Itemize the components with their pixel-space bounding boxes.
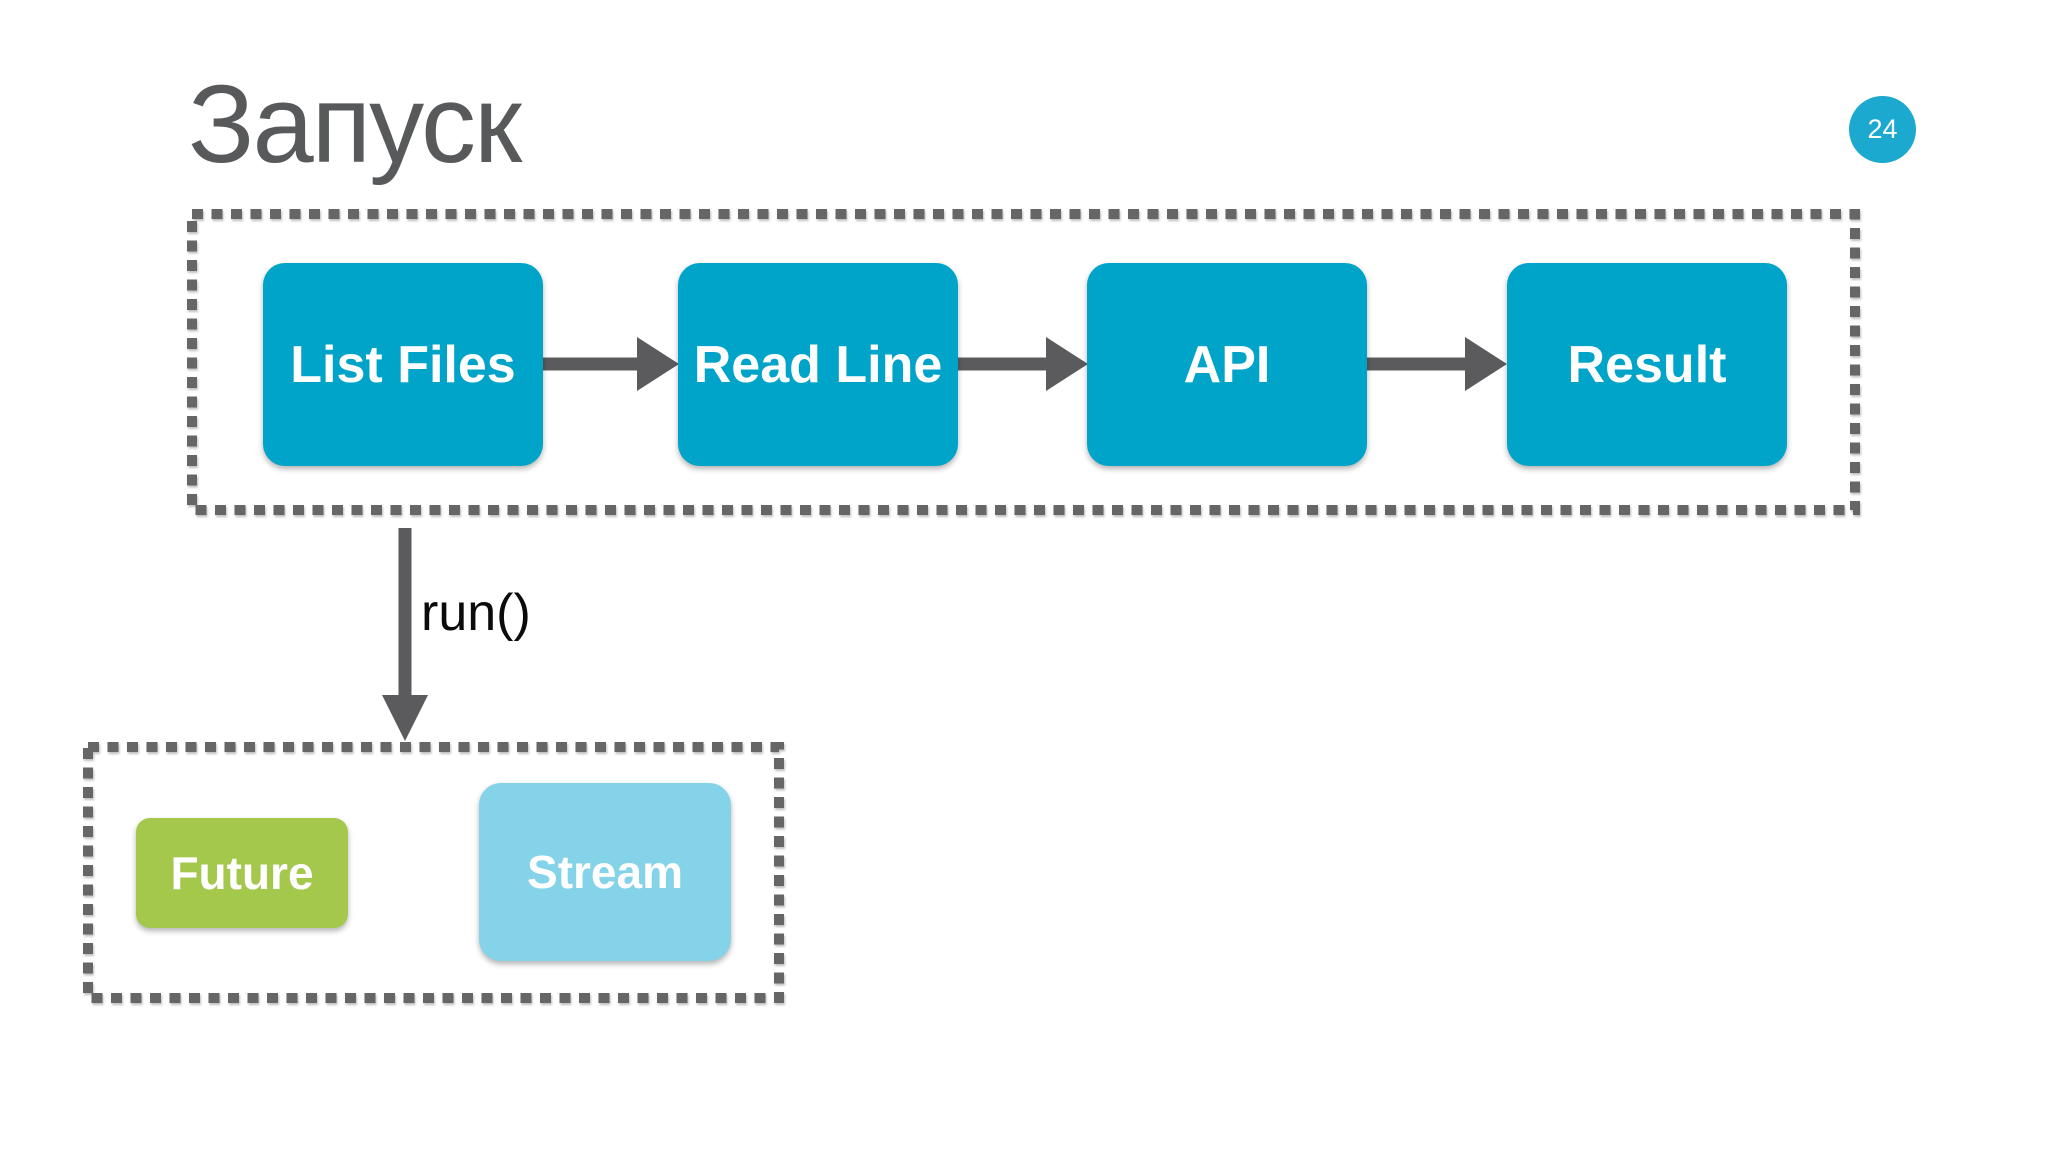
run-method-label: run(): [421, 584, 531, 642]
node-result: Result: [1507, 263, 1787, 466]
node-read-line-label: Read Line: [693, 335, 943, 394]
node-future-label: Future: [170, 847, 314, 899]
node-future: Future: [136, 818, 348, 928]
node-api-label: API: [1183, 335, 1271, 394]
slide-title: Запуск: [188, 63, 522, 186]
page-number-badge: 24: [1849, 96, 1916, 163]
node-result-label: Result: [1567, 335, 1727, 394]
arrow-read-line-to-api: [958, 337, 1088, 391]
outputs-group-border: [83, 742, 784, 1003]
pipeline-group-border: [187, 209, 1860, 515]
node-list-files: List Files: [263, 263, 543, 466]
arrow-api-to-result: [1367, 337, 1507, 391]
page-number: 24: [1867, 114, 1898, 144]
node-stream: Stream: [479, 783, 731, 961]
node-stream-label: Stream: [527, 846, 683, 898]
node-list-files-label: List Files: [290, 335, 516, 394]
arrow-run-down: [382, 528, 428, 741]
arrow-list-files-to-read-line: [543, 337, 679, 391]
node-api: API: [1087, 263, 1367, 466]
node-read-line: Read Line: [678, 263, 958, 466]
